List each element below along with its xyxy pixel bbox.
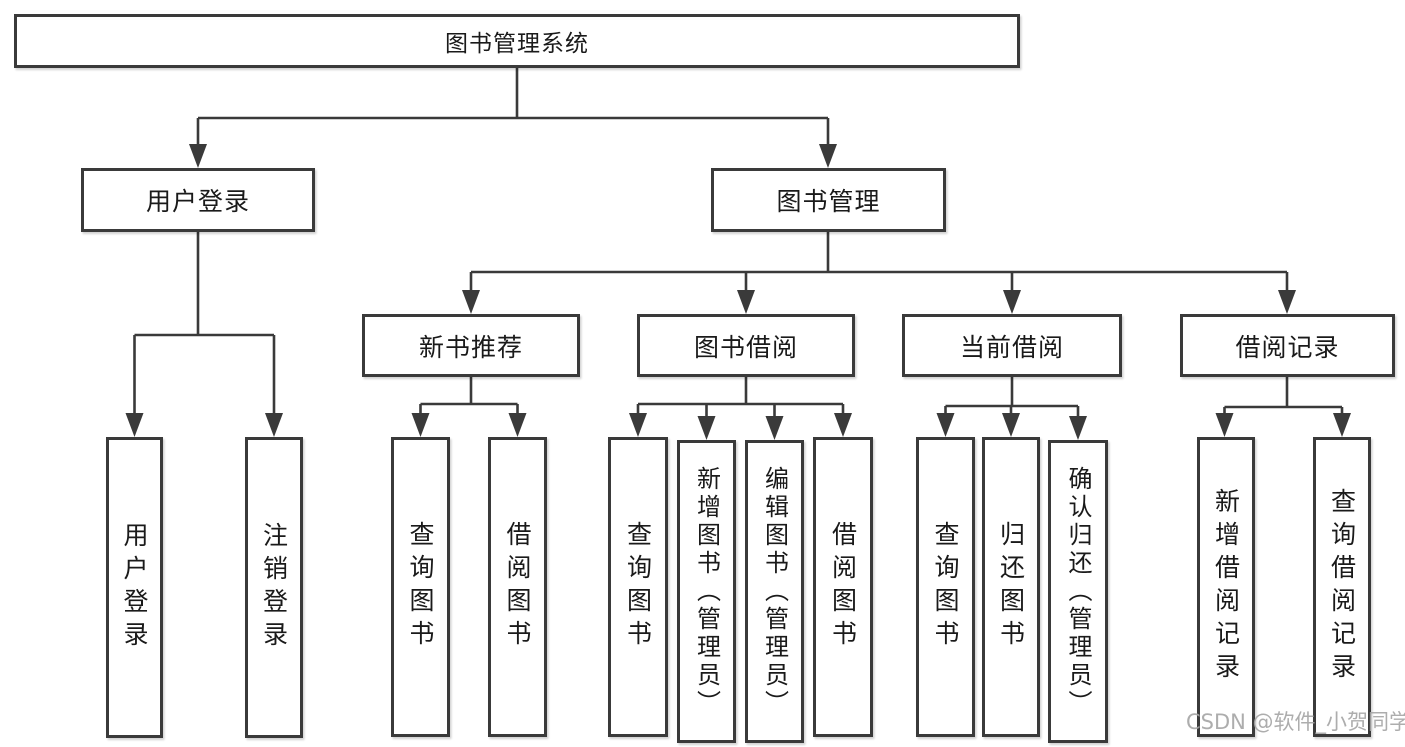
leaf-edit-book-admin-label: 编辑图书（管理员） [760,465,789,718]
connector-borrow-records-group [1223,377,1344,417]
node-new-book-recommend-label: 新书推荐 [418,332,523,362]
leaf-current-query-book-label: 查询图书 [931,521,960,653]
leaf-confirm-return-admin: 确认归还（管理员） [1048,440,1108,743]
connector-book-borrow-group [636,377,845,420]
connector-current-borrow-group [944,377,1080,420]
leaf-edit-book-admin: 编辑图书（管理员） [745,440,804,743]
leaf-add-book-admin: 新增图书（管理员） [677,440,736,743]
node-new-book-recommend: 新书推荐 [362,314,580,377]
leaf-user-login: 用户登录 [106,437,163,738]
node-book-borrow-label: 图书借阅 [693,332,798,362]
leaf-recommend-borrow-book: 借阅图书 [488,437,547,737]
leaf-query-borrow-record: 查询借阅记录 [1313,437,1371,737]
leaf-add-borrow-record: 新增借阅记录 [1197,437,1255,737]
leaf-return-book-label: 归还图书 [996,521,1026,653]
leaf-logout-label: 注销登录 [259,521,289,654]
leaf-confirm-return-admin-label: 确认归还（管理员） [1064,465,1092,718]
node-root-label: 图书管理系统 [445,31,589,57]
leaf-recommend-borrow-book-label: 借阅图书 [503,521,532,653]
node-user-login: 用户登录 [81,168,315,232]
node-root: 图书管理系统 [14,14,1020,68]
leaf-borrow-query-book-label: 查询图书 [623,521,653,653]
connector-root-to-level2 [196,68,830,150]
leaf-current-query-book: 查询图书 [916,437,975,737]
node-current-borrow: 当前借阅 [902,314,1122,377]
node-user-login-label: 用户登录 [145,187,250,216]
leaf-query-borrow-record-label: 查询借阅记录 [1327,488,1357,686]
leaf-borrow-book-label: 借阅图书 [828,521,858,653]
leaf-borrow-book: 借阅图书 [813,437,873,737]
node-book-management-label: 图书管理 [776,187,881,216]
connector-user-login-group [133,232,276,417]
leaf-recommend-query-book-label: 查询图书 [406,521,435,653]
leaf-recommend-query-book: 查询图书 [391,437,450,737]
leaf-return-book: 归还图书 [982,437,1040,737]
node-borrow-records: 借阅记录 [1180,314,1395,377]
leaf-logout: 注销登录 [245,437,303,738]
csdn-watermark: CSDN @软件_小贺同学 [1186,710,1405,734]
node-current-borrow-label: 当前借阅 [959,332,1064,362]
leaf-add-book-admin-label: 新增图书（管理员） [692,465,721,718]
node-borrow-records-label: 借阅记录 [1235,332,1340,362]
leaf-user-login-label: 用户登录 [120,521,149,654]
connector-new-book-group [419,377,519,417]
leaf-borrow-query-book: 查询图书 [608,437,668,737]
leaf-add-borrow-record-label: 新增借阅记录 [1211,488,1241,686]
node-book-borrow: 图书借阅 [637,314,855,377]
node-book-management: 图书管理 [711,168,946,232]
connector-book-management-group [469,232,1289,294]
